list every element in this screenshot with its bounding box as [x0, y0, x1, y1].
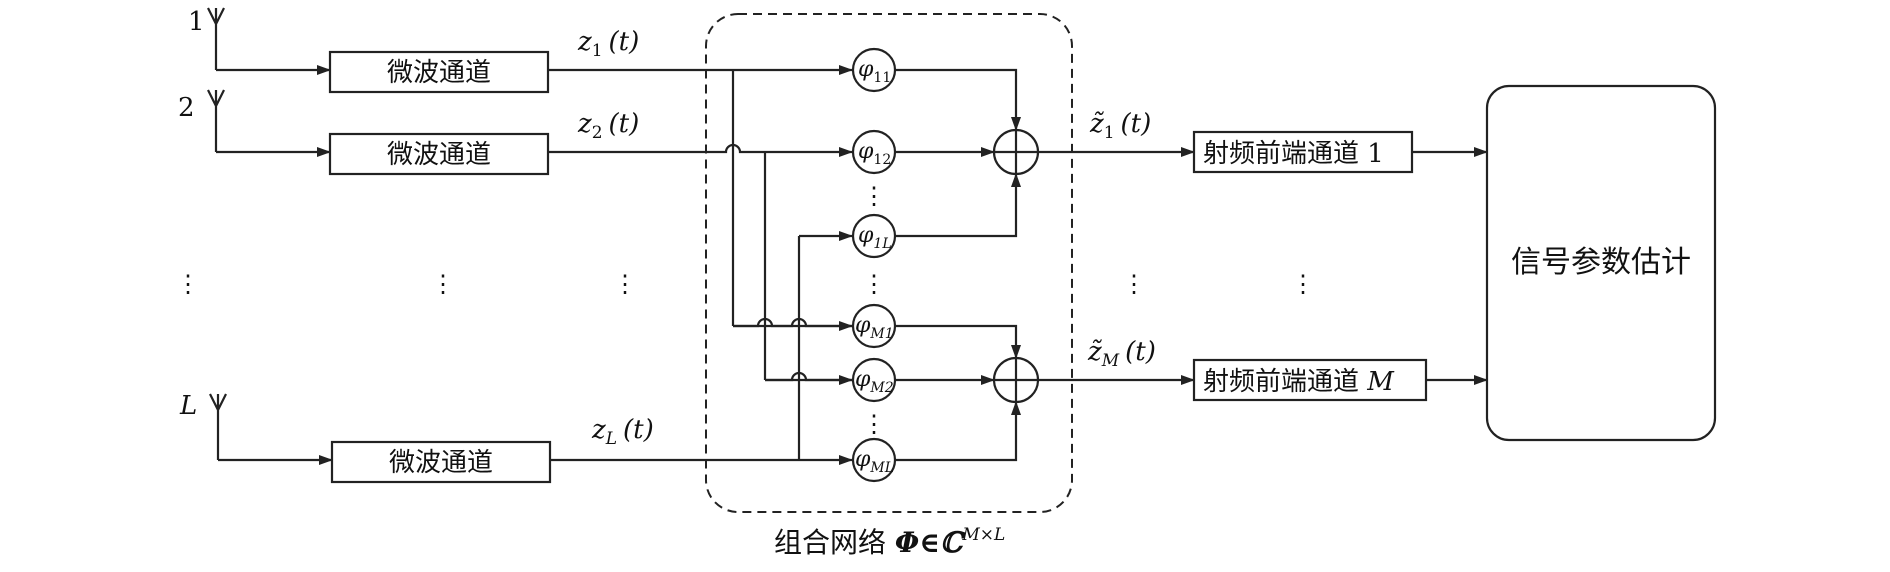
weight-label: φM1 [855, 313, 894, 342]
summer-1 [992, 128, 1040, 176]
antenna-L: L [179, 391, 227, 460]
weight-phi-M1: φM1 [851, 303, 897, 349]
microwave-channel-label: 微波通道 [387, 58, 491, 88]
signal-z1-label: z1(t) [577, 27, 639, 61]
antenna-label: L [179, 391, 197, 421]
microwave-channel-2: 微波通道 [328, 132, 550, 176]
weight-label: φ11 [858, 57, 891, 86]
rf-channel-label: 射频前端通道 M [1203, 367, 1395, 397]
antenna-1: 1 [188, 7, 225, 70]
weight-phi-M2: φM2 [851, 357, 897, 403]
microwave-channel-1: 微波通道 [328, 50, 550, 94]
summer-M [992, 356, 1040, 404]
rf-channel-M: 射频前端通道 M [1192, 358, 1428, 402]
signal-zL-label: zL(t) [591, 415, 654, 449]
ellipsis: ⋮ [862, 410, 886, 438]
weight-phi-1L: φ1L [851, 213, 897, 259]
weight-phi-ML: φML [851, 437, 897, 483]
ellipsis: ⋮ [862, 182, 886, 210]
signal-z2-label: z2(t) [577, 109, 639, 143]
ellipsis: ⋮ [176, 270, 200, 298]
microwave-channel-label: 微波通道 [389, 448, 493, 478]
ellipsis: ⋮ [613, 270, 637, 298]
estimator-label: 信号参数估计 [1511, 245, 1691, 280]
ellipsis: ⋮ [862, 270, 886, 298]
weight-label: φ12 [858, 139, 891, 168]
combining-network-caption: 组合网络 Φ∈ℂM×L [774, 525, 1005, 559]
ellipsis: ⋮ [1122, 270, 1146, 298]
ellipsis: ⋮ [1291, 270, 1315, 298]
signal-parameter-estimator: 信号参数估计 [1485, 84, 1717, 442]
microwave-channel-L: 微波通道 [330, 440, 552, 484]
rf-channel-1: 射频前端通道 1 [1192, 130, 1414, 174]
weight-label: φ1L [858, 223, 892, 252]
antenna-label: 1 [188, 7, 205, 37]
antenna-label: 2 [178, 93, 195, 123]
rf-channel-label: 射频前端通道 1 [1203, 139, 1384, 169]
weight-phi-11: φ11 [851, 47, 897, 93]
weight-label: φML [855, 447, 894, 476]
ellipsis: ⋮ [431, 270, 455, 298]
combining-network-boundary [705, 13, 1073, 513]
weight-phi-12: φ12 [851, 129, 897, 175]
signal-zM-tilde-label: z̃M(t) [1087, 337, 1156, 371]
weight-label: φM2 [855, 367, 894, 396]
microwave-channel-label: 微波通道 [387, 140, 491, 170]
signal-z1-tilde-label: z̃1(t) [1089, 109, 1151, 143]
antenna-2: 2 [178, 89, 225, 152]
